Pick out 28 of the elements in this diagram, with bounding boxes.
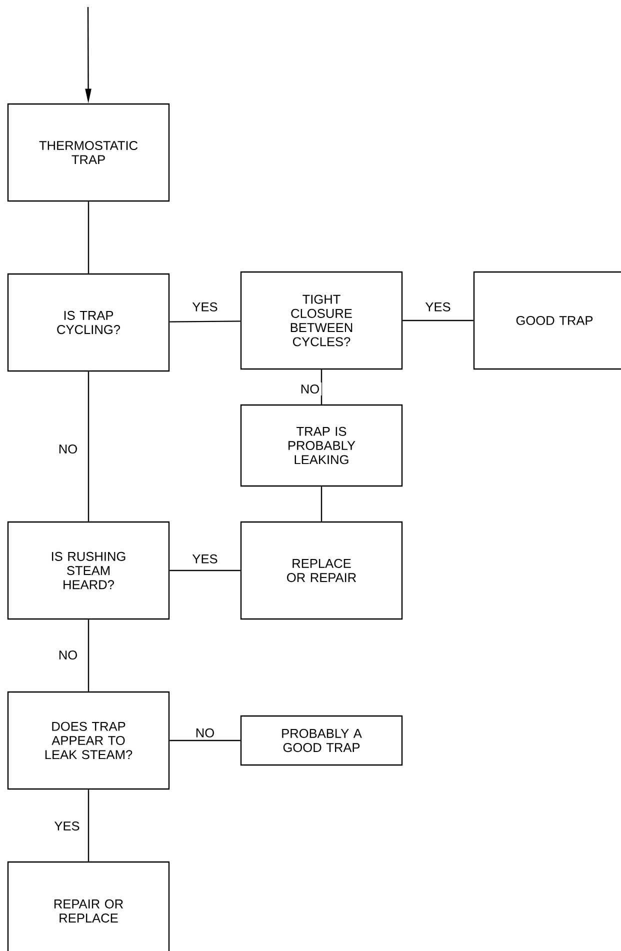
edge-label: YES — [190, 552, 220, 566]
process-box: TIGHT CLOSURE BETWEEN CYCLES? — [240, 271, 403, 370]
connector-line — [320, 486, 322, 522]
process-box: PROBABLY A GOOD TRAP — [240, 715, 403, 766]
edge-label: YES — [190, 300, 220, 314]
connector-line — [88, 202, 90, 274]
process-box: REPAIR OR REPLACE — [7, 861, 170, 951]
edge-label: NO — [56, 648, 80, 662]
connector-line — [88, 372, 90, 522]
process-box: TRAP IS PROBABLY LEAKING — [240, 404, 403, 487]
edge-label: NO — [298, 382, 322, 396]
edge-label: NO — [193, 726, 217, 740]
process-box: REPLACE OR REPAIR — [240, 521, 403, 620]
connector-line — [170, 740, 240, 742]
connector-line — [170, 570, 240, 572]
process-box: THERMOSTATIC TRAP — [7, 103, 170, 202]
edge-label: YES — [52, 819, 82, 833]
process-box: DOES TRAP APPEAR TO LEAK STEAM? — [7, 691, 170, 790]
edge-label: NO — [56, 442, 80, 456]
connector-line — [88, 620, 90, 692]
connector-line — [170, 320, 240, 322]
connector-line — [88, 790, 90, 862]
connector-line — [402, 320, 474, 322]
process-box: IS TRAP CYCLING? — [7, 273, 170, 372]
process-box: GOOD TRAP — [473, 271, 621, 370]
edge-label: YES — [423, 300, 453, 314]
process-box: IS RUSHING STEAM HEARD? — [7, 521, 170, 620]
connector-line — [320, 370, 322, 404]
